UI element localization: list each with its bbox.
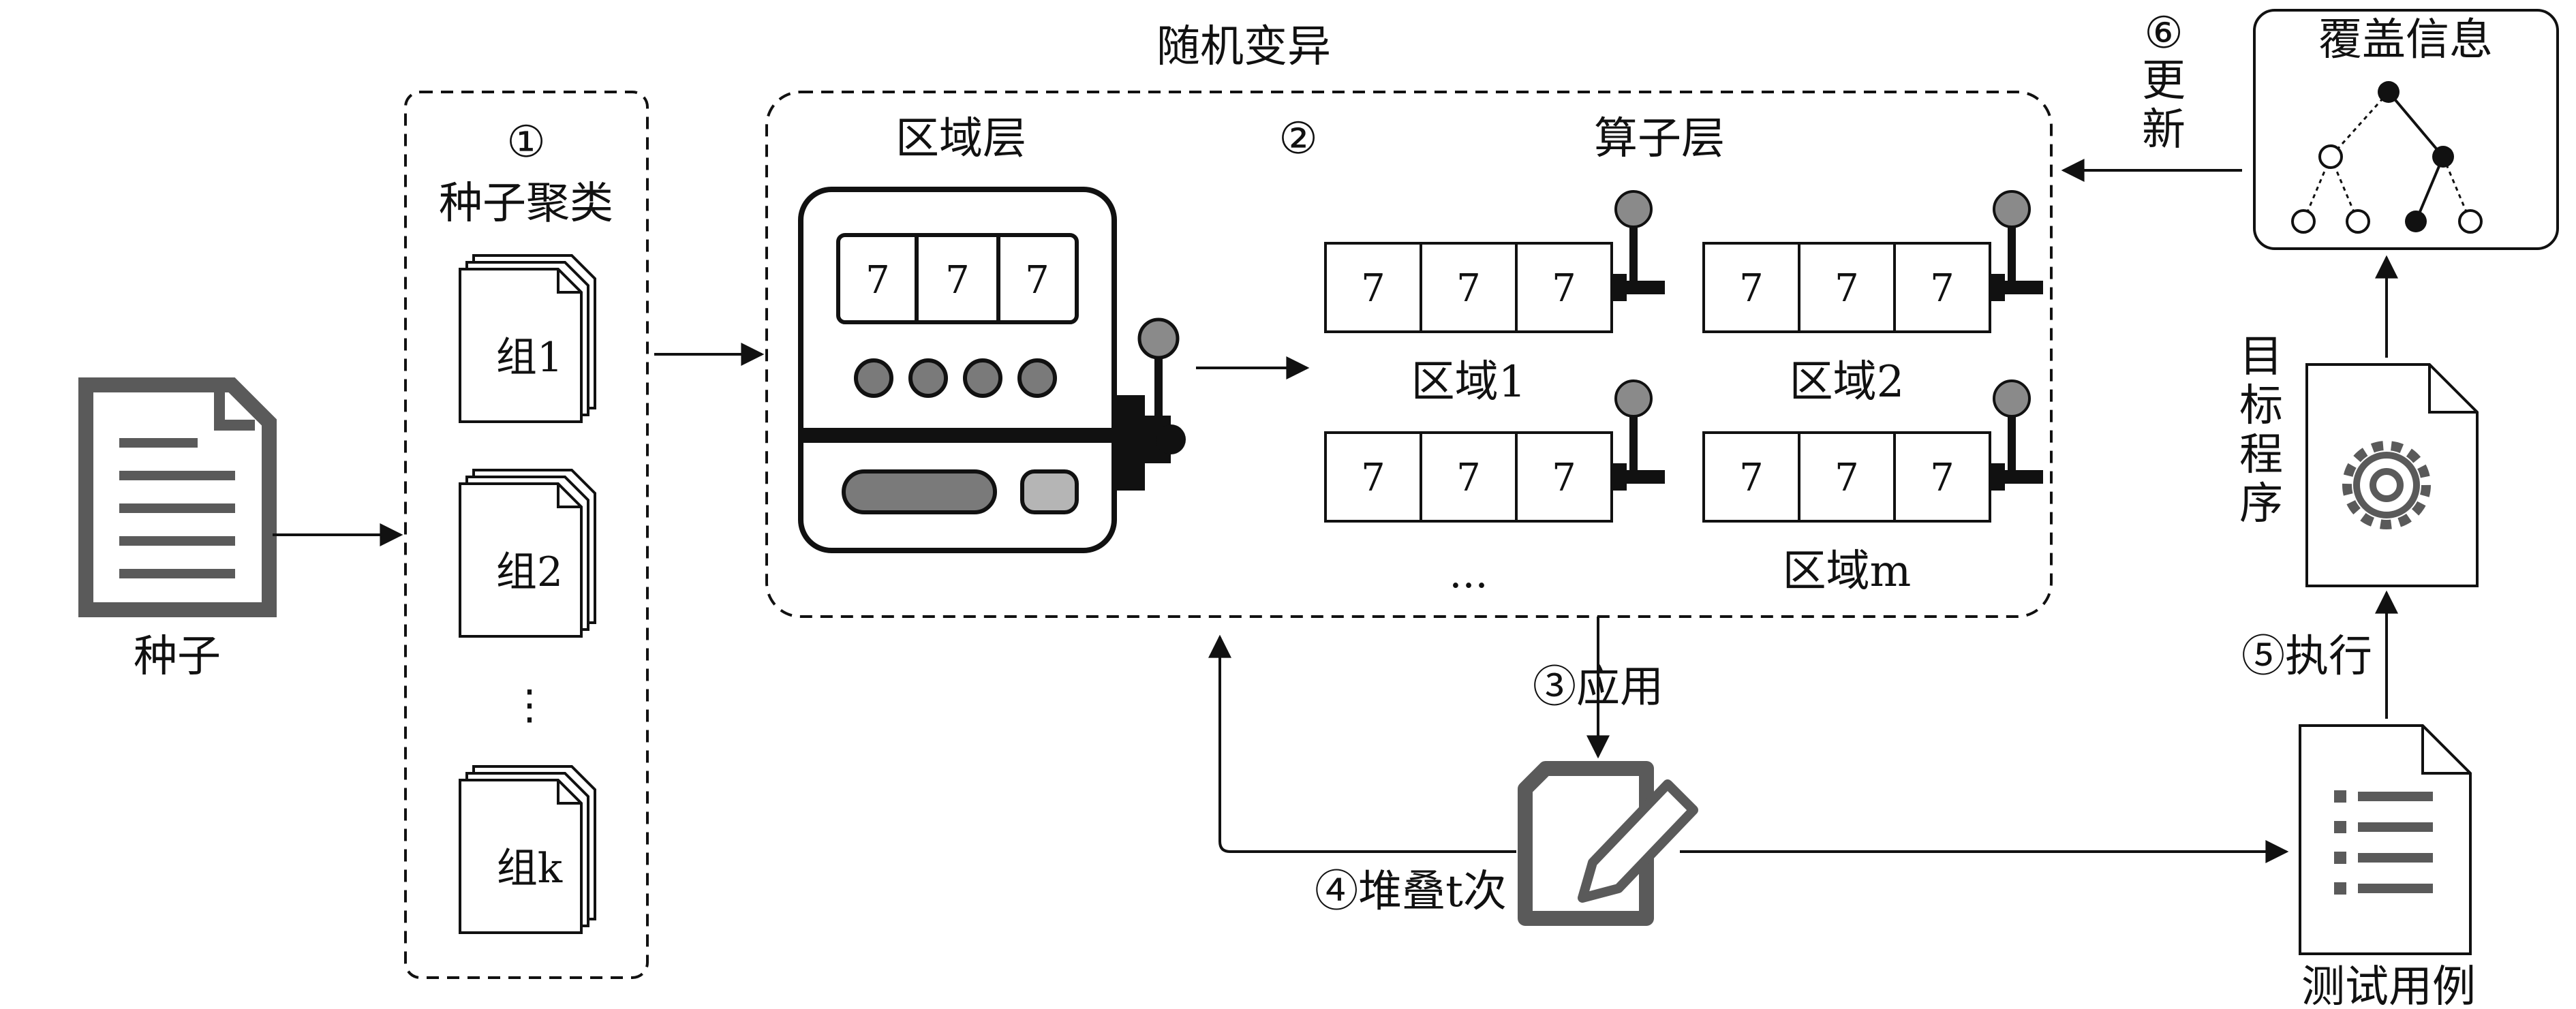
slot-reel-digit-1: 7 <box>865 258 890 302</box>
slot-reel-digit-2: 7 <box>945 258 970 302</box>
strip-3-digit-3: 7 <box>1552 456 1576 500</box>
update-step: ⑥ <box>2144 8 2183 59</box>
region-m-label: 区域m <box>1783 546 1912 597</box>
region-ellipsis: ... <box>1449 550 1488 597</box>
mutation-box <box>765 91 2053 618</box>
group-1-label: 组1 <box>496 334 563 382</box>
coverage-box <box>2253 9 2559 250</box>
test-case-label: 测试用例 <box>2301 962 2476 1009</box>
strip-2-digit-3: 7 <box>1930 266 1954 311</box>
strip-4-digit-3: 7 <box>1930 456 1954 500</box>
seed-document-icon <box>78 377 277 617</box>
operator-strip-region-2 <box>1704 191 2043 332</box>
stack-label: ④堆叠t次 <box>1315 867 1507 917</box>
operator-layer-label: 算子层 <box>1594 114 1725 164</box>
strip-1-digit-3: 7 <box>1552 266 1576 311</box>
region-2-label: 区域2 <box>1790 357 1905 407</box>
slot-machine-icon <box>798 187 1186 553</box>
seed-label: 种子 <box>134 632 221 682</box>
clustering-title: 种子聚类 <box>439 178 613 229</box>
strip-2-digit-1: 7 <box>1739 266 1764 311</box>
slot-reel-digit-3: 7 <box>1025 258 1049 302</box>
mutation-step: ② <box>1278 114 1317 164</box>
group-k-label: 组k <box>497 845 563 892</box>
strip-4-digit-1: 7 <box>1739 456 1764 500</box>
target-program-label: 目标程序 <box>2239 332 2283 529</box>
strip-4-digit-2: 7 <box>1835 456 1859 500</box>
strip-3-digit-2: 7 <box>1456 456 1481 500</box>
execute-label: ⑤执行 <box>2241 632 2372 682</box>
clustering-step: ① <box>506 117 545 168</box>
strip-2-digit-2: 7 <box>1835 266 1859 311</box>
test-case-list-icon <box>2299 724 2472 955</box>
coverage-title: 覆盖信息 <box>2318 15 2493 65</box>
coverage-tree-icon <box>2291 81 2483 234</box>
mutation-title: 随机变异 <box>1156 22 1331 72</box>
region-1-label: 区域1 <box>1411 357 1527 407</box>
operator-strip-region-1 <box>1325 191 1665 332</box>
strip-3-digit-1: 7 <box>1361 456 1385 500</box>
apply-label: ③应用 <box>1533 662 1663 713</box>
clustering-box <box>404 91 649 979</box>
target-program-gear-icon <box>2305 363 2479 587</box>
region-layer-label: 区域层 <box>895 114 1026 164</box>
group-ellipsis: ⋮ <box>509 681 550 729</box>
update-label-char-1: 更新 <box>2142 56 2186 155</box>
strip-1-digit-1: 7 <box>1361 266 1385 311</box>
edit-pencil-icon <box>1518 761 1698 926</box>
stack-loop-arrow <box>1208 634 1516 853</box>
group-2-label: 组2 <box>496 548 563 596</box>
strip-1-digit-2: 7 <box>1456 266 1481 311</box>
